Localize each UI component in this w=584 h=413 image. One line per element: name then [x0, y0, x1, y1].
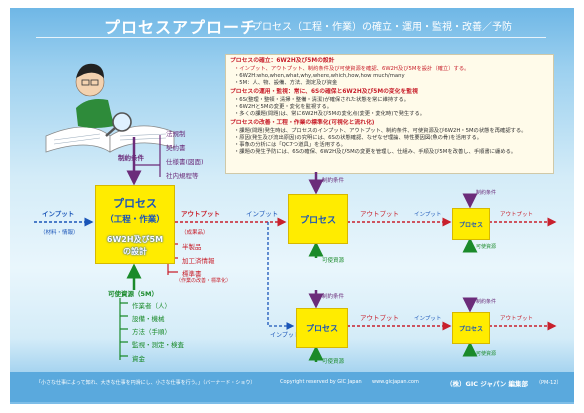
constraint-item: 仕様書(図面) [166, 158, 204, 166]
process-main-design-suffix: の設計 [123, 247, 147, 256]
process-lower-box: プロセス [296, 308, 348, 348]
output-item: 半製品 [182, 243, 202, 251]
output-sub-main: （成果品） [181, 230, 209, 236]
process-main-design: 6W2H及び5M [106, 235, 164, 244]
footer-copyright: Copyright reserved by GIC Japan [280, 379, 362, 385]
output-label-lower: アウトプット [360, 314, 399, 322]
output-label-lower-right: アウトプット [500, 316, 534, 322]
magnifier-icon [105, 112, 132, 137]
notes-s1-line: ・インプット、アウトプット、制約条件及び可使資源を確認、6W2H及び5Mを設計（… [234, 66, 470, 72]
footer-band [10, 372, 574, 402]
output-item: 標準書 [182, 270, 202, 278]
constraints-label: 制約条件 [118, 154, 144, 162]
input-label-upper: インプット [246, 210, 279, 218]
title-divider [36, 37, 546, 38]
constraint-item: 社内規程等 [166, 172, 199, 180]
resource-item: 監視・測定・検査 [132, 341, 184, 349]
constraint-label-upper: 制約条件 [322, 178, 345, 184]
footer-quote: 「小さな仕事によって知れ、大きな仕事を円滑にし、小さな仕事を行う。」（バーナード… [36, 380, 256, 386]
input-label-lower: インプット [270, 332, 300, 339]
notes-s2-heading: プロセスの運用・監視：常に、6Sの確保と6W2H及び5Mの変化を監視 [230, 89, 418, 95]
resource-item: 設備・機械 [132, 315, 165, 323]
resource-item: 資金 [132, 355, 145, 363]
process-upper-right-box: プロセス [452, 208, 490, 240]
input-sub-main: （材料・情報） [40, 230, 79, 236]
resources-label: 可使資源（5M） [108, 290, 158, 298]
output-items-note: （作業の改善・標準化） [176, 278, 232, 284]
resource-label-lower-right: 可使資源 [476, 351, 497, 357]
constraint-item: 法規制 [166, 130, 186, 138]
book-icon [45, 125, 175, 153]
constraint-item: 契約書 [166, 144, 186, 152]
notes-panel: プロセスの確立：6W2H及び5Mの設計 ・インプット、アウトプット、制約条件及び… [225, 54, 554, 174]
footer-publisher: （株）GIC ジャパン 編集部 [446, 380, 529, 388]
page-subtitle: プロセス（工程・作業）の確立・運用・監視・改善／予防 [252, 22, 512, 33]
notes-s1-line: ・5M：人、物、設備、方法、測定及び資金 [234, 80, 338, 86]
notes-s2-line: ・多くの課題(問題)は、常に6W2H及び5Mの変化点(変更・変化時)で発生する。 [234, 111, 426, 117]
output-label-upper-right: アウトプット [500, 212, 534, 218]
notes-s2-line: ・6W2Hと5Mの変更・変化を監視する。 [234, 104, 333, 110]
process-main-title: プロセス [113, 197, 157, 210]
resource-item: 作業者（人） [132, 302, 171, 310]
resource-label-lower: 可使資源 [322, 359, 345, 365]
notes-s2-line: ・6S(整理・整頓・清掃・整備・清潔)が確保された状態を常に維持する。 [234, 97, 410, 103]
output-item: 加工済情報 [182, 257, 215, 265]
input-label-lower-right: インプット [414, 316, 442, 322]
input-label-upper-right: インプット [414, 212, 442, 218]
process-main-box: プロセス （工程・作業） 6W2H及び5M の設計 [95, 185, 175, 264]
footer-code: （PM-12） [536, 380, 562, 386]
constraint-label-lower: 制約条件 [322, 294, 345, 300]
resource-label-upper: 可使資源 [322, 258, 345, 264]
resource-label-upper-right: 可使資源 [476, 244, 497, 250]
reading-person-illustration [45, 63, 175, 153]
process-upper-box: プロセス [288, 194, 348, 244]
notes-s3-heading: プロセスの改善・工程・作業の標準化(可視化と流れ化) [230, 120, 375, 126]
footer-url: www.gicjapan.com [372, 379, 419, 385]
output-label-main: アウトプット [181, 210, 220, 218]
notes-s1-heading: プロセスの確立：6W2H及び5Mの設計 [230, 58, 335, 64]
process-lower-right-box: プロセス [452, 312, 490, 344]
person-icon [75, 63, 114, 128]
notes-s3-line: ・課題(問題)発生時は、プロセスのインプット、アウトプット、制約条件、可使資源及… [234, 128, 527, 134]
notes-s3-line: ・原因(発生及び流出原因)の究明には、6Sの状態確認、なぜなぜ理論、特性要因図(… [234, 135, 483, 141]
process-main-subtitle: （工程・作業） [105, 215, 165, 225]
page-title: プロセスアプローチ [104, 18, 258, 37]
notes-s1-line: ・6W2H:who,when,what,why,where,which,how,… [234, 73, 405, 79]
output-label-upper: アウトプット [360, 210, 399, 218]
input-label-main: インプット [42, 210, 75, 218]
constraint-label-upper-right: 制約条件 [476, 190, 497, 196]
notes-s3-line: ・課題の発生予防には、6Sの確保、6W2H及び5Mの変更を管理し、仕組み、手順及… [234, 149, 517, 155]
resource-item: 方法（手順） [132, 328, 171, 336]
notes-s3-line: ・事象の分析には「QC7つ道具」を活用する。 [234, 142, 346, 148]
constraint-label-lower-right: 制約条件 [476, 299, 497, 305]
